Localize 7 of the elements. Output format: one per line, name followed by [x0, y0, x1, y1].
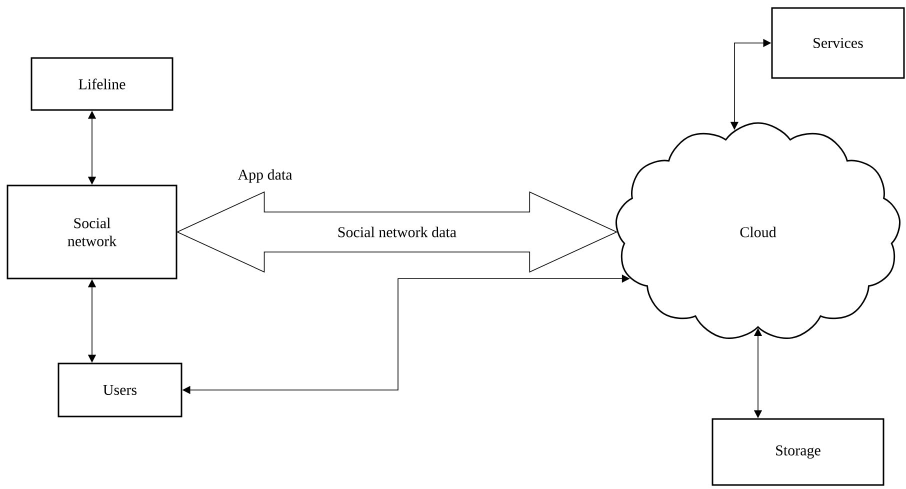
services-box: Services [771, 7, 905, 79]
lifeline-box: Lifeline [30, 57, 174, 111]
text-label: App data [238, 169, 292, 183]
storage-box: Storage [712, 418, 884, 486]
users-box: Users [58, 362, 182, 418]
social-network-box: Social network [6, 184, 178, 280]
edge-label: Social network data [338, 226, 456, 238]
